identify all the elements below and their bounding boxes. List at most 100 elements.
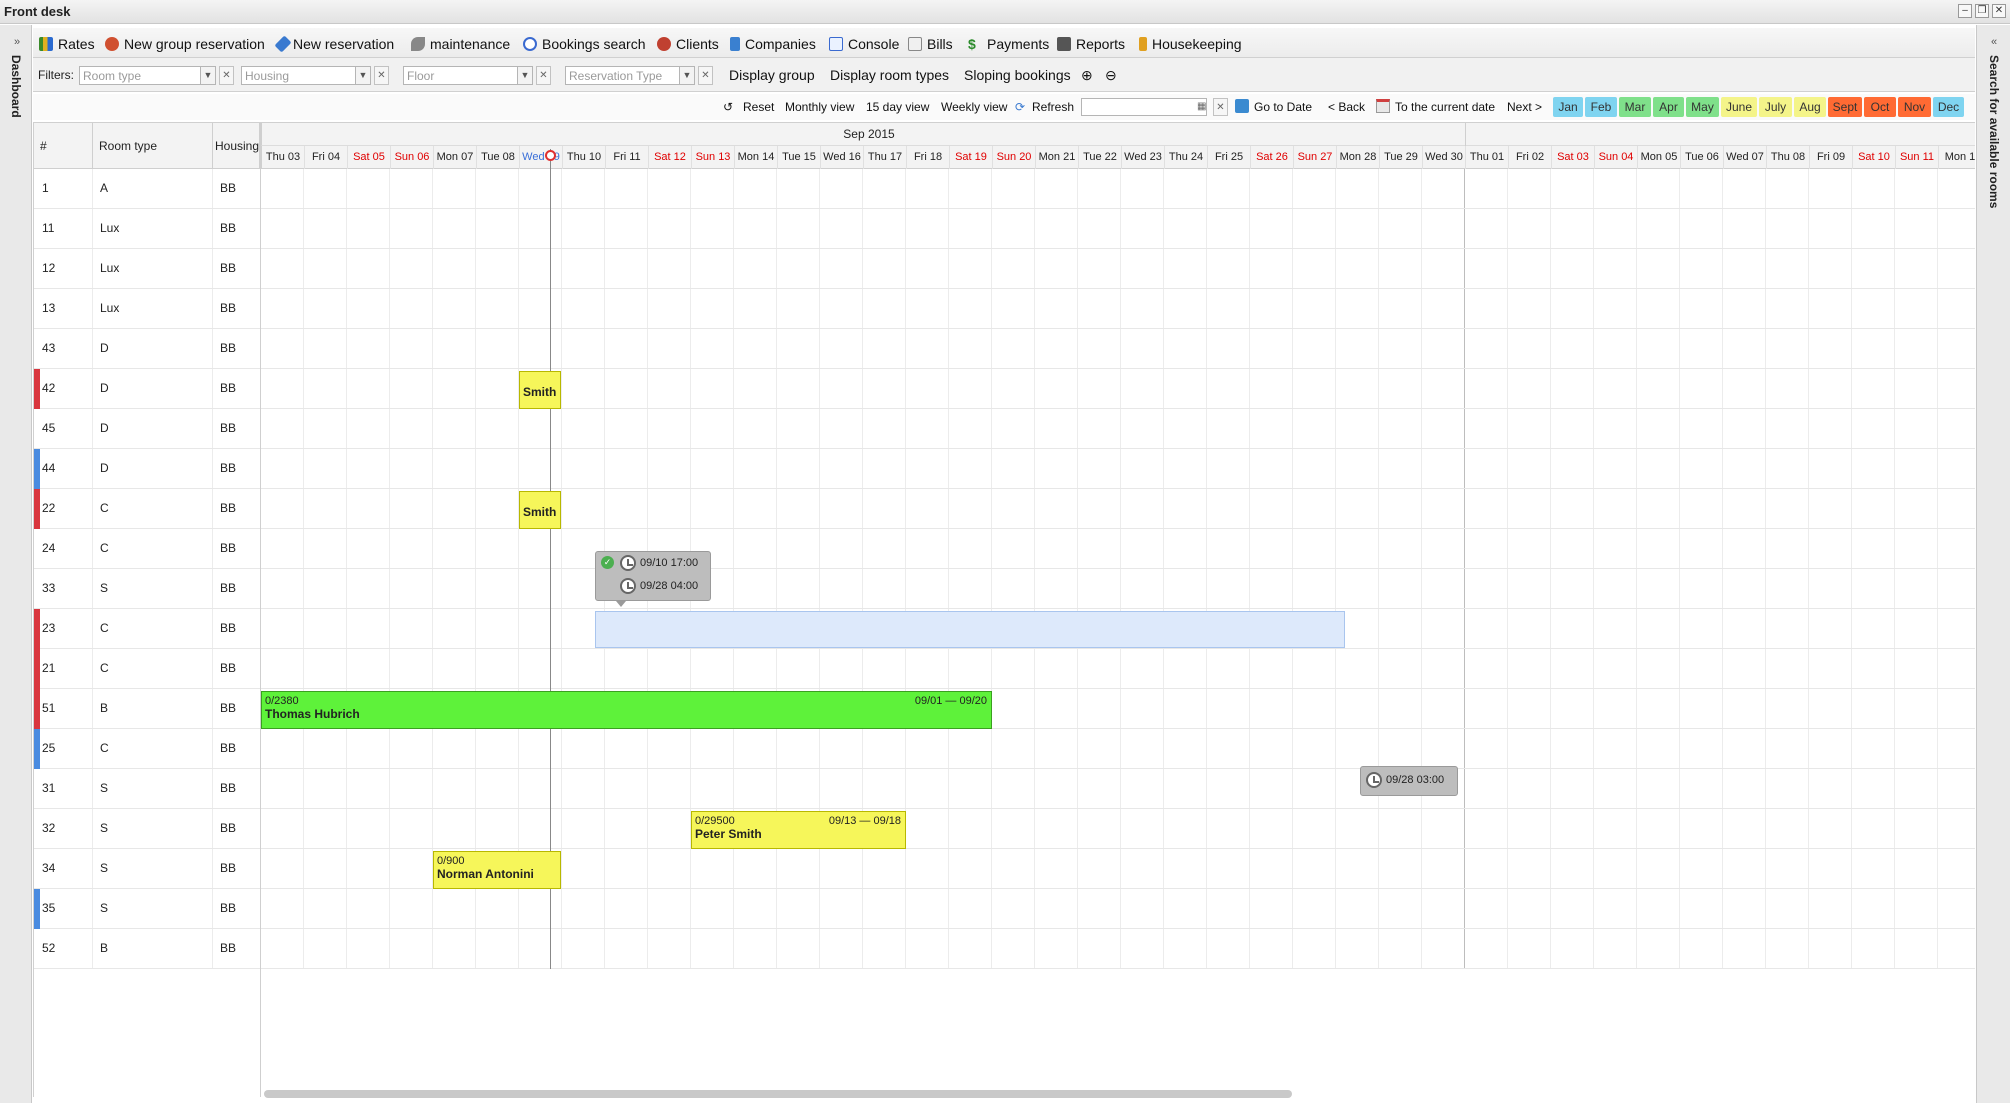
day-header-cell[interactable]: Tue 06 — [1681, 146, 1724, 169]
day-header-cell[interactable]: Fri 18 — [907, 146, 950, 169]
menu-new-group-reservation[interactable]: New group reservation — [105, 34, 265, 54]
month-button-sept[interactable]: Sept — [1828, 97, 1862, 117]
day-header-cell[interactable]: Sun 06 — [391, 146, 434, 169]
day-header-cell[interactable]: Sun 04 — [1595, 146, 1638, 169]
floor-filter[interactable]: Floor▼ — [403, 66, 533, 85]
go-to-date-icon[interactable] — [1235, 99, 1249, 113]
day-header-cell[interactable]: Fri 09 — [1810, 146, 1853, 169]
clear-date-icon[interactable]: ✕ — [1213, 98, 1228, 116]
zoom-out-icon[interactable]: ⊖ — [1105, 67, 1117, 83]
day-header-cell[interactable]: Sun 13 — [692, 146, 735, 169]
reset-icon[interactable]: ↺ — [723, 100, 734, 114]
day-header-cell[interactable]: Sat 26 — [1251, 146, 1294, 169]
month-button-jan[interactable]: Jan — [1553, 97, 1583, 117]
day-header-cell[interactable]: Tue 15 — [778, 146, 821, 169]
weekly-view-button[interactable]: Weekly view — [941, 100, 1008, 114]
day-header-cell[interactable]: Sat 10 — [1853, 146, 1896, 169]
clear-housing-icon[interactable]: ✕ — [374, 66, 389, 85]
day-header-cell[interactable]: Sun 20 — [993, 146, 1036, 169]
day-header-cell[interactable]: Thu 08 — [1767, 146, 1810, 169]
menu-housekeeping[interactable]: Housekeeping — [1139, 34, 1242, 54]
reservation-type-filter[interactable]: Reservation Type▼ — [565, 66, 695, 85]
clear-floor-icon[interactable]: ✕ — [536, 66, 551, 85]
menu-clients[interactable]: Clients — [657, 34, 719, 54]
day-header-cell[interactable]: Wed 16 — [821, 146, 864, 169]
close-icon[interactable]: ✕ — [1992, 4, 2006, 18]
menu-bookings-search[interactable]: Bookings search — [523, 34, 646, 54]
day-header-cell[interactable]: Sat 12 — [649, 146, 692, 169]
zoom-in-icon[interactable]: ⊕ — [1081, 67, 1093, 83]
menu-bills[interactable]: Bills — [908, 34, 953, 54]
day-header-cell[interactable]: Wed 23 — [1122, 146, 1165, 169]
menu-new-reservation[interactable]: New reservation — [274, 34, 394, 54]
menu-payments[interactable]: $Payments — [968, 34, 1049, 54]
back-button[interactable]: < Back — [1328, 100, 1366, 114]
go-to-date-button[interactable]: Go to Date — [1254, 100, 1313, 114]
month-button-june[interactable]: June — [1721, 97, 1757, 117]
day-header-cell[interactable]: Fri 02 — [1509, 146, 1552, 169]
15-day-view-button[interactable]: 15 day view — [866, 100, 930, 114]
menu-maintenance[interactable]: maintenance — [411, 34, 510, 54]
day-header-cell[interactable]: Sat 03 — [1552, 146, 1595, 169]
day-header-cell[interactable]: Thu 10 — [563, 146, 606, 169]
dashboard-label[interactable]: Dashboard — [9, 55, 23, 118]
booking-smith-room-42[interactable]: Smith — [519, 371, 561, 409]
day-header-cell[interactable]: Mon 28 — [1337, 146, 1380, 169]
day-header-cell[interactable]: Sun 11 — [1896, 146, 1939, 169]
day-header-cell[interactable]: Tue 22 — [1079, 146, 1122, 169]
day-header-cell[interactable]: Fri 11 — [606, 146, 649, 169]
display-group-button[interactable]: Display group — [729, 67, 815, 83]
current-date-button[interactable]: To the current date — [1395, 100, 1496, 114]
day-header-cell[interactable]: Mon 21 — [1036, 146, 1079, 169]
clear-room-type-icon[interactable]: ✕ — [219, 66, 234, 85]
column-header-number[interactable]: # — [34, 123, 93, 169]
day-header-cell[interactable]: Wed 07 — [1724, 146, 1767, 169]
monthly-view-button[interactable]: Monthly view — [785, 100, 855, 114]
month-button-aug[interactable]: Aug — [1794, 97, 1826, 117]
month-button-oct[interactable]: Oct — [1864, 97, 1896, 117]
search-available-rooms-panel[interactable]: « Search for available rooms — [1976, 25, 2010, 1103]
display-room-types-button[interactable]: Display room types — [830, 67, 950, 83]
horizontal-scrollbar[interactable] — [264, 1090, 1292, 1098]
restore-icon[interactable]: ❐ — [1975, 4, 1989, 18]
day-header-cell[interactable]: Sat 19 — [950, 146, 993, 169]
month-button-apr[interactable]: Apr — [1653, 97, 1684, 117]
day-header-cell[interactable]: Mon 1 — [1939, 146, 1975, 169]
booking-peter-smith[interactable]: 0/29500 Peter Smith 09/13 — 09/18 — [691, 811, 906, 849]
day-header-cell[interactable]: Thu 24 — [1165, 146, 1208, 169]
reset-button[interactable]: Reset — [743, 100, 775, 114]
menu-reports[interactable]: Reports — [1057, 34, 1125, 54]
day-header-cell[interactable]: Mon 07 — [434, 146, 477, 169]
calendar-icon[interactable]: ▦ — [1197, 101, 1207, 112]
day-header-cell[interactable]: Fri 04 — [305, 146, 348, 169]
day-header-cell[interactable]: Fri 25 — [1208, 146, 1251, 169]
booking-thomas-hubrich[interactable]: 0/2380 Thomas Hubrich 09/01 — 09/20 — [261, 691, 992, 729]
month-button-feb[interactable]: Feb — [1585, 97, 1617, 117]
refresh-icon[interactable]: ⟳ — [1015, 100, 1026, 114]
room-type-filter[interactable]: Room type▼ — [79, 66, 216, 85]
refresh-button[interactable]: Refresh — [1032, 100, 1075, 114]
sloping-bookings-button[interactable]: Sloping bookings — [964, 67, 1071, 83]
current-date-calendar-icon[interactable] — [1376, 99, 1390, 113]
menu-companies[interactable]: Companies — [730, 34, 816, 54]
day-header-cell[interactable]: Thu 03 — [262, 146, 305, 169]
chevron-down-icon[interactable]: ▼ — [517, 67, 532, 84]
